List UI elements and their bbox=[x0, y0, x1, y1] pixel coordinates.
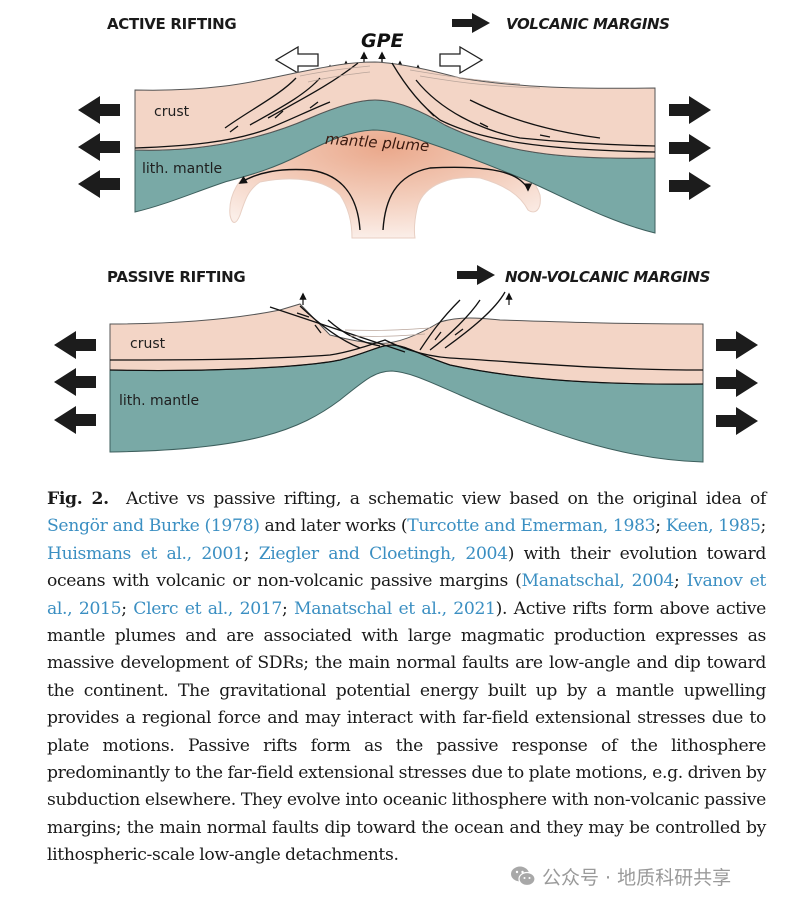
caption-text: ). Active rifts form above active mantle… bbox=[47, 598, 766, 866]
extension-arrows-right-icon bbox=[669, 96, 711, 200]
passive-crust-label: crust bbox=[130, 336, 166, 352]
sdr-lines bbox=[344, 327, 431, 337]
crust-layer bbox=[134, 61, 656, 159]
active-lith-mantle-label: lith. mantle bbox=[142, 161, 222, 177]
sdr-lines bbox=[299, 65, 541, 89]
outcome-arrow-icon bbox=[452, 13, 490, 33]
uplift-arrows-icon bbox=[299, 292, 513, 305]
caption-text: ; bbox=[760, 516, 767, 537]
caption-text: and later works ( bbox=[259, 516, 408, 537]
caption-text: ; bbox=[243, 543, 259, 564]
caption-text: ) with their evolution toward oceans wit… bbox=[47, 543, 766, 592]
outcome-arrow-icon bbox=[457, 265, 495, 285]
hollow-arrow-right-icon bbox=[439, 45, 484, 75]
citation-link[interactable]: Huismans et al., 2001 bbox=[47, 543, 244, 564]
citation-link[interactable]: Turcotte and Emerman, 1983 bbox=[407, 516, 656, 537]
fault-lines bbox=[269, 291, 506, 353]
wechat-icon bbox=[510, 865, 536, 887]
passive-lith-mantle-label: lith. mantle bbox=[119, 393, 199, 409]
passive-rifting-title: PASSIVE RIFTING bbox=[107, 268, 245, 286]
citation-link[interactable]: Keen, 1985 bbox=[665, 516, 761, 537]
watermark: 公众号 · 地质科研共享 bbox=[510, 862, 732, 890]
figure-caption: Fig. 2. Active vs passive rifting, a sch… bbox=[47, 486, 766, 870]
fault-lines bbox=[134, 62, 656, 153]
caption-text: ; bbox=[121, 598, 134, 619]
citation-link[interactable]: Sengör and Burke (1978) bbox=[47, 516, 260, 537]
active-rifting-title: ACTIVE RIFTING bbox=[107, 15, 236, 33]
caption-text: ; bbox=[674, 571, 687, 592]
hollow-arrow-left-icon bbox=[274, 45, 319, 75]
gpe-label: GPE bbox=[361, 30, 404, 52]
extension-arrows-left-icon bbox=[78, 96, 120, 198]
figure-2: ACTIVE RIFTING VOLCANIC MARGINS GPE bbox=[54, 13, 758, 463]
mid-crust-boundary bbox=[109, 339, 704, 371]
caption-text: ; bbox=[281, 598, 295, 619]
citation-link[interactable]: Manatschal et al., 2021 bbox=[294, 598, 496, 619]
citation-link[interactable]: Clerc et al., 2017 bbox=[133, 598, 282, 619]
volcanic-margins-label: VOLCANIC MARGINS bbox=[506, 15, 670, 33]
active-crust-label: crust bbox=[154, 104, 190, 120]
citation-link[interactable]: Ivanov et al., 2015 bbox=[47, 571, 766, 619]
watermark-text: 公众号 · 地质科研共享 bbox=[542, 866, 732, 889]
extension-arrows-right-icon bbox=[716, 331, 758, 435]
non-volcanic-margins-label: NON-VOLCANIC MARGINS bbox=[505, 268, 710, 286]
caption-text: Active vs passive rifting, a schematic v… bbox=[126, 489, 766, 509]
caption-body: Active vs passive rifting, a schematic v… bbox=[47, 489, 766, 865]
figure-number: Fig. 2. bbox=[47, 489, 109, 509]
plume-flow-arrows bbox=[238, 166, 533, 231]
citation-link[interactable]: Ziegler and Cloetingh, 2004 bbox=[258, 543, 508, 564]
active-rifting-panel: ACTIVE RIFTING VOLCANIC MARGINS GPE bbox=[78, 13, 711, 239]
extension-arrows-left-icon bbox=[54, 331, 96, 434]
caption-text: ; bbox=[655, 516, 666, 537]
citation-link[interactable]: Manatschal, 2004 bbox=[521, 571, 675, 592]
passive-rifting-panel: PASSIVE RIFTING NON-VOLCANIC MARGINS cru… bbox=[54, 265, 758, 463]
moho-line bbox=[109, 344, 704, 385]
